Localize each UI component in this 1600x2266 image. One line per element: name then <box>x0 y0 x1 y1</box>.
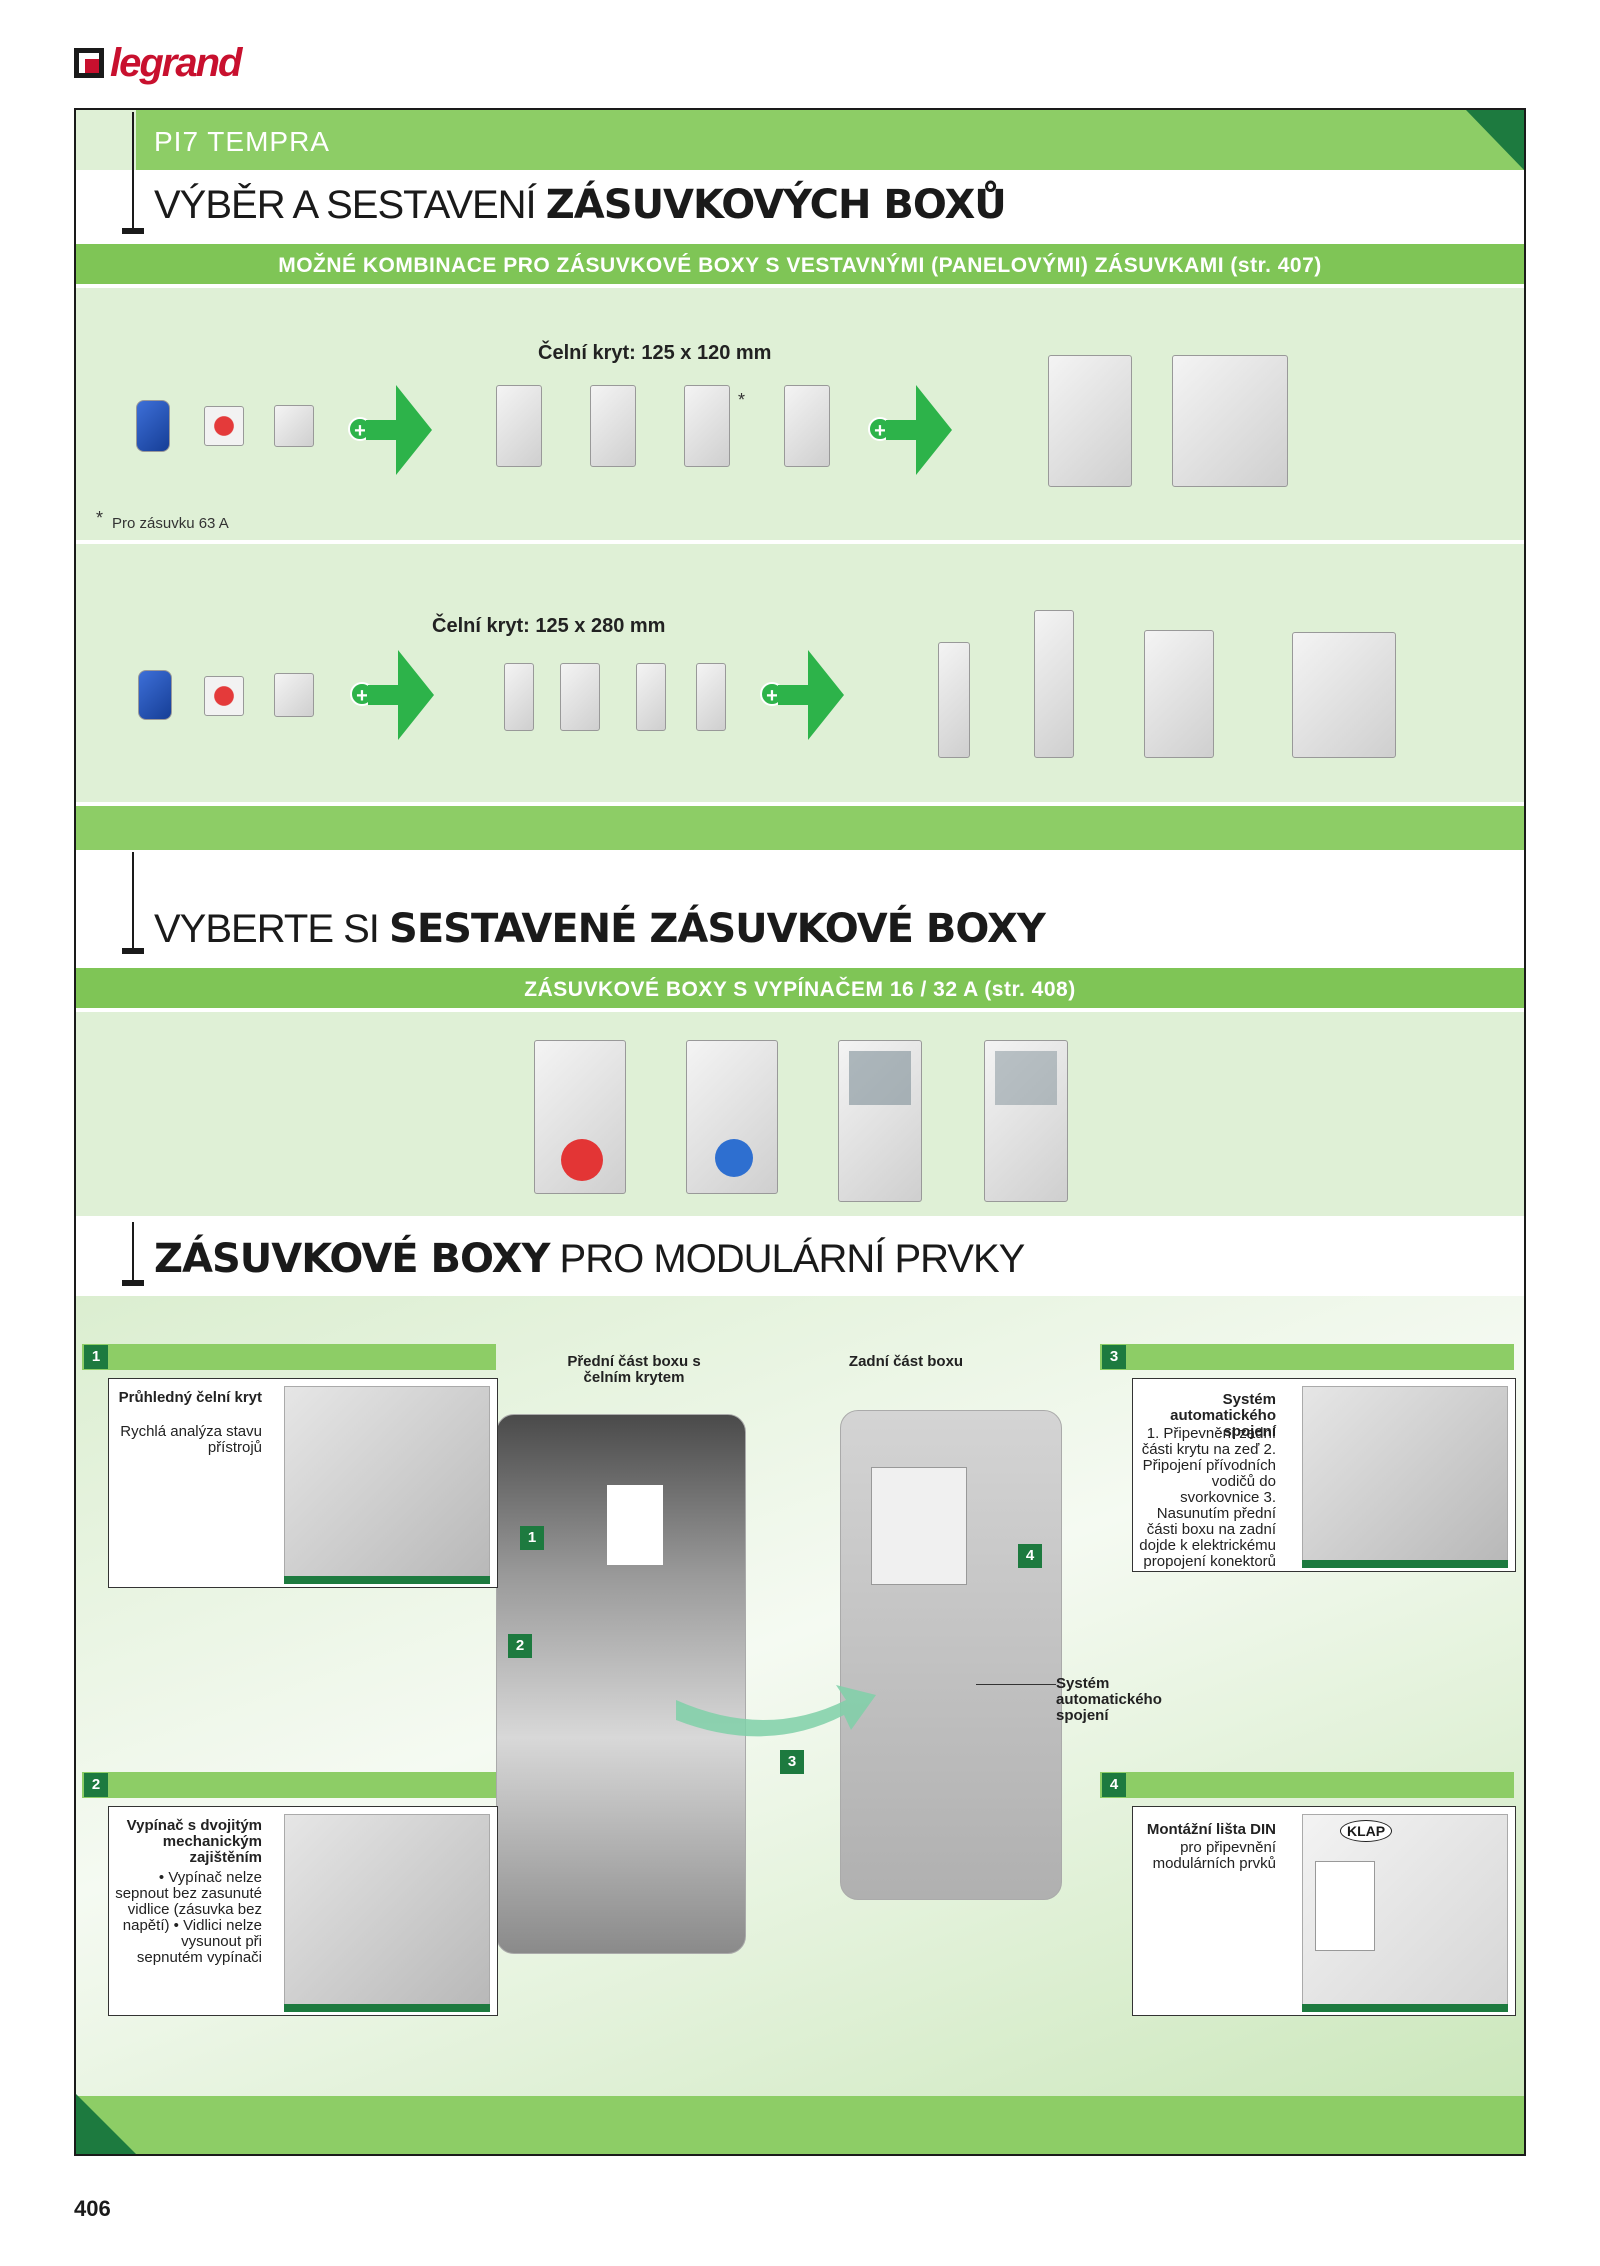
marker-3: 3 <box>780 1750 804 1774</box>
arrow-right-icon <box>778 650 844 740</box>
callout3-number: 3 <box>1102 1345 1126 1369</box>
row2-label: Čelní kryt: 125 x 280 mm <box>432 615 666 637</box>
callout1-image <box>284 1386 490 1580</box>
red-socket-image <box>204 406 244 446</box>
callout1-body: Rychlá analýza stavu přístrojů <box>120 1423 262 1456</box>
switched-socket-red-image <box>534 1040 626 1194</box>
header-tab-light <box>76 110 136 170</box>
page-title: VÝBĚR A SESTAVENÍ ZÁSUVKOVÝCH BOXŮ <box>154 182 1007 228</box>
callout1-number: 1 <box>84 1345 108 1369</box>
divider-bar <box>76 806 1524 850</box>
callout1-title: Průhledný čelní kryt <box>118 1389 262 1406</box>
modular-box-red-image <box>838 1040 922 1202</box>
section3-title: ZÁSUVKOVÉ BOXY PRO MODULÁRNÍ PRVKY <box>154 1236 1025 1282</box>
header-tick <box>132 112 134 232</box>
long-narrow-cover-image <box>636 663 666 731</box>
blue-socket-image <box>136 400 170 452</box>
callout4-title: Montážní lišta DIN <box>1146 1821 1276 1838</box>
callout1-bar <box>82 1344 496 1370</box>
callout2-image <box>284 1814 490 2008</box>
long-blank-cover-image <box>504 663 534 731</box>
grey-socket-image <box>274 405 314 447</box>
corner-triangle-icon <box>76 2094 136 2154</box>
callout4-bar <box>1100 1772 1514 1798</box>
section2-title: VYBERTE SI SESTAVENÉ ZÁSUVKOVÉ BOXY <box>154 906 1046 952</box>
callout1-strip <box>284 1576 490 1584</box>
row1-label: Čelní kryt: 125 x 120 mm <box>538 342 772 364</box>
callout2-bar <box>82 1772 496 1798</box>
assembled-triple-box-image <box>1292 632 1396 758</box>
arrow-right-icon <box>368 650 434 740</box>
row1-note-star: * <box>96 508 104 528</box>
marker-1: 1 <box>520 1526 544 1550</box>
marker-4: 4 <box>1018 1544 1042 1568</box>
leader-line <box>976 1684 1056 1685</box>
callout3-title: Systém automatického spojení <box>1170 1391 1276 1440</box>
blue-socket-image <box>138 670 172 720</box>
callout3-strip <box>1302 1560 1508 1568</box>
section1-band: MOŽNÉ KOMBINACE PRO ZÁSUVKOVÉ BOXY S VES… <box>76 242 1524 286</box>
assembled-box-2-image <box>1048 355 1132 487</box>
red-socket-image <box>204 676 244 716</box>
assembled-narrow-box-image <box>938 642 970 758</box>
section3-tick-foot <box>122 1280 144 1286</box>
callout4-strip <box>1302 2004 1508 2012</box>
long-two-hole-cover-image <box>560 663 600 731</box>
back-box-image <box>840 1410 1062 1900</box>
page-frame: PI7 TEMPRA VÝBĚR A SESTAVENÍ ZÁSUVKOVÝCH… <box>74 108 1526 2156</box>
arrow-right-icon <box>366 385 432 475</box>
long-three-hole-cover-image <box>696 663 726 731</box>
center-tag: Systém automatického spojení <box>1056 1675 1162 1724</box>
section2-band: ZÁSUVKOVÉ BOXY S VYPÍNAČEM 16 / 32 A (st… <box>76 966 1524 1010</box>
row1-asterisk: * <box>738 390 746 410</box>
callout2-strip <box>284 2004 490 2012</box>
blank-cover-image <box>496 385 542 467</box>
row1-note: Pro zásuvku 63 A <box>112 515 229 532</box>
one-hole-cover-image <box>590 385 636 467</box>
assembled-double-box-image <box>1144 630 1214 758</box>
assembled-tall-box-image <box>1034 610 1074 758</box>
series-title: PI7 TEMPRA <box>154 126 330 157</box>
footer-bar <box>76 2096 1524 2154</box>
callout2-body: • Vypínač nelze sepnout bez zasunuté vid… <box>115 1869 262 1966</box>
grey-socket-image <box>274 673 314 717</box>
header-bar <box>136 110 1524 170</box>
marker-2: 2 <box>508 1634 532 1658</box>
arrow-right-icon <box>886 385 952 475</box>
klap-badge: KLAP <box>1340 1820 1393 1842</box>
legrand-wordmark: legrand <box>110 40 242 85</box>
callout2-title: Vypínač s dvojitým mechanickým zajištění… <box>126 1817 262 1866</box>
connection-arrow-icon <box>676 1685 876 1737</box>
modular-box-blue-image <box>984 1040 1068 1202</box>
section3-tick <box>132 1222 134 1284</box>
header-tick-foot <box>122 228 144 234</box>
row2-panel <box>76 544 1524 802</box>
back-part-label: Zadní část boxu <box>848 1353 964 1370</box>
front-box-open-image <box>496 1414 746 1954</box>
callout4-image <box>1302 1814 1508 2008</box>
callout3-bar <box>1100 1344 1514 1370</box>
page-number: 406 <box>74 2196 111 2221</box>
callout3-body: 1. Připevnění zadní části krytu na zeď 2… <box>1139 1425 1276 1570</box>
callout3-image <box>1302 1386 1508 1564</box>
legrand-mark-icon <box>74 48 104 78</box>
section2-panel <box>76 1012 1524 1216</box>
legrand-logo: legrand <box>74 38 242 88</box>
assembled-box-3-image <box>1172 355 1288 487</box>
large-hole-cover-image <box>684 385 730 467</box>
callout2-number: 2 <box>84 1773 108 1797</box>
section2-tick <box>132 852 134 952</box>
callout4-number: 4 <box>1102 1773 1126 1797</box>
front-part-label: Přední část boxu s čelním krytem <box>567 1353 701 1386</box>
switched-socket-blue-image <box>686 1040 778 1194</box>
section2-tick-foot <box>122 948 144 954</box>
two-hole-cover-image <box>784 385 830 467</box>
callout4-body: pro připevnění modulárních prvků <box>1152 1839 1276 1872</box>
corner-triangle-icon <box>1466 110 1524 170</box>
